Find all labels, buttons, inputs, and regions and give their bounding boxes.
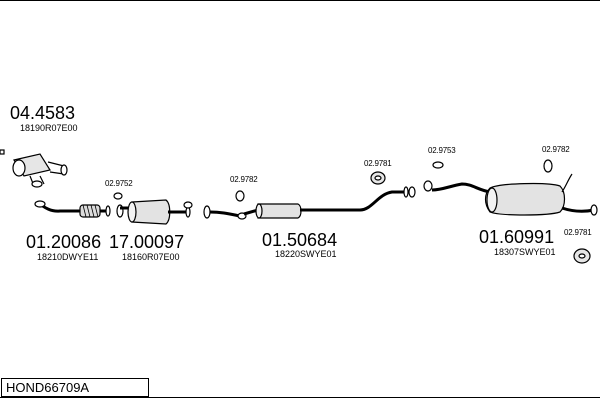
hanger-02-9781-a-shape [370, 171, 386, 185]
part-number-label: 01.60991 [479, 227, 555, 247]
part-number-label: 04.4583 [10, 103, 76, 123]
part-number-label: 01.50684 [262, 230, 338, 250]
diagram-code: HOND66709A [6, 380, 90, 395]
middle-pipe-shape [203, 186, 416, 220]
part-number-label: 01.20086 [26, 232, 102, 252]
clamp-shape [183, 201, 193, 209]
oe-number-label: 18220SWYE01 [275, 249, 337, 259]
oe-number-label: 18160R07E00 [122, 252, 180, 262]
front-pipe-shape [34, 200, 111, 218]
oe-number-label: 18307SWYE01 [494, 247, 556, 257]
diagram-code-box: HOND66709A [1, 378, 149, 397]
fitting-label: 02.9782 [230, 175, 258, 184]
fitting-label: 02.9753 [428, 146, 456, 155]
frame-top-line [0, 0, 600, 1]
frame-bottom-line [0, 397, 600, 398]
oe-number-label: 18190R07E00 [20, 123, 78, 133]
hanger-02-9782-b-shape [543, 159, 553, 173]
fitting-label: 02.9781 [364, 159, 392, 168]
catalyst-shape [116, 199, 191, 225]
fitting-label: 02.9752 [105, 179, 133, 188]
hanger-02-9781-b-shape [573, 248, 591, 264]
marker-square [0, 149, 5, 155]
gasket-02-9752-shape [113, 192, 123, 200]
oe-number-label: 18210DWYE11 [37, 252, 99, 262]
part-number-label: 17.00097 [109, 232, 185, 252]
hanger-02-9782-a-shape [235, 190, 245, 202]
rear-silencer-shape [431, 173, 598, 216]
fitting-label: 02.9781 [564, 228, 592, 237]
manifold-pipe-shape [12, 153, 68, 188]
gasket-02-9753-shape [423, 161, 444, 192]
fitting-label: 02.9782 [542, 145, 570, 154]
